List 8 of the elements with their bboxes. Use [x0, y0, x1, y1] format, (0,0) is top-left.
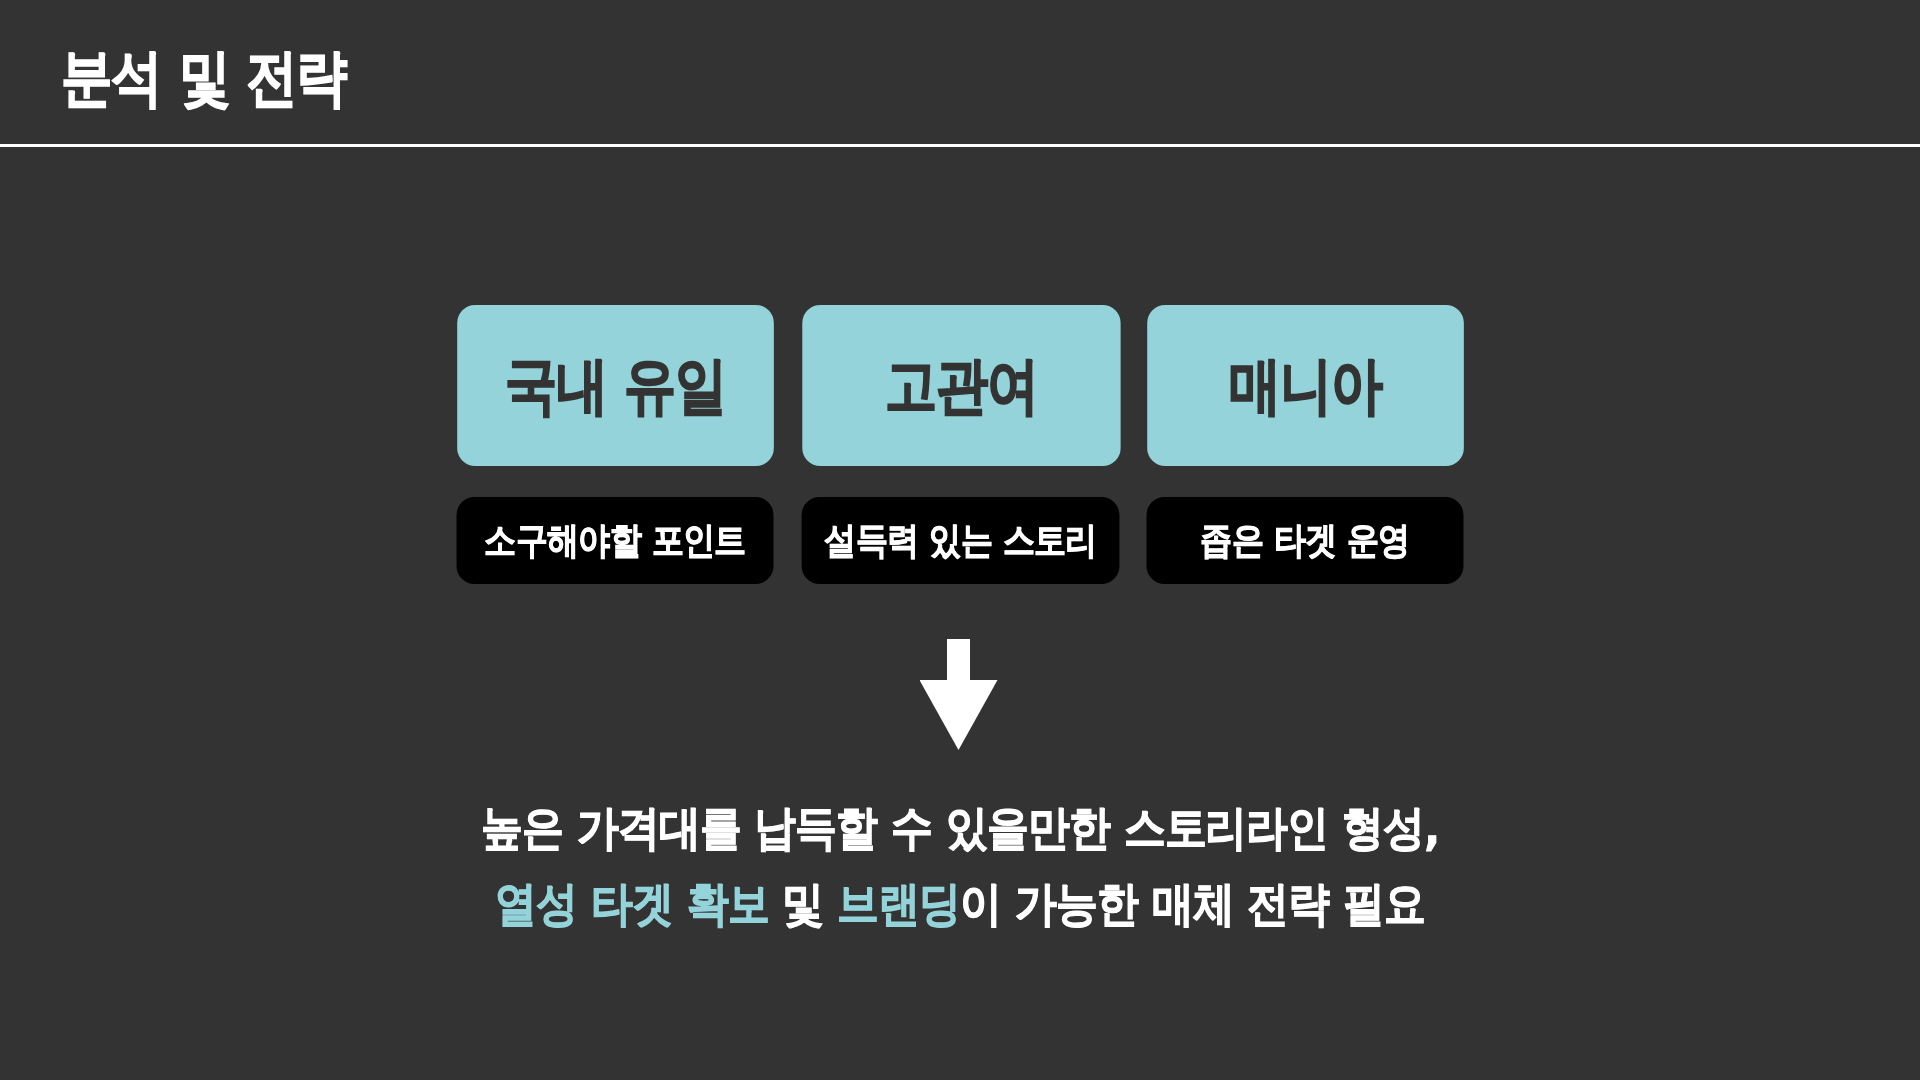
keyword-box: 고관여 [802, 305, 1120, 466]
page-title: 분석 및 전략 [61, 42, 347, 114]
caption-box: 좁은 타겟 운영 [1147, 497, 1464, 584]
caption-box: 소구해야할 포인트 [457, 497, 774, 584]
keyword-box: 매니아 [1147, 305, 1464, 466]
caption-box: 설득력 있는 스토리 [802, 497, 1120, 584]
conclusion-text: 높은 가격대를 납득할 수 있을만한 스토리라인 형성, 열성 타겟 확보 및 브랜딩이 가능한 매체 전략 필요 [462, 790, 1459, 942]
keyword-box: 국내 유일 [457, 305, 774, 466]
